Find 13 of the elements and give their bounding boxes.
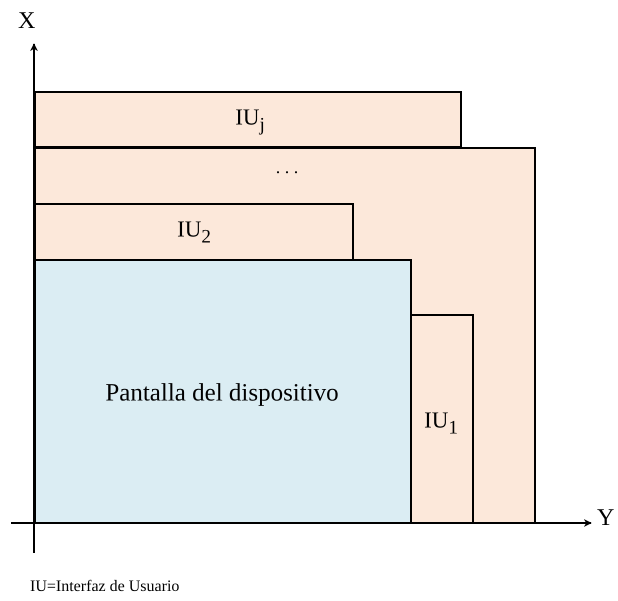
box-label: IU$_{j}$ <box>235 104 265 136</box>
box-label: IU$_{1}$ <box>424 408 458 438</box>
box-label: Pantalla del dispositivo <box>105 379 339 407</box>
screen-box <box>34 259 412 524</box>
interface-box <box>410 314 474 524</box>
interface-box <box>34 147 536 524</box>
interface-box <box>34 91 462 148</box>
box-label: . . . <box>276 158 298 178</box>
note-text: IU=Interfaz de Usuario <box>30 578 180 596</box>
axis-label: X <box>18 8 36 35</box>
interface-box <box>34 203 354 261</box>
box-label: IU$_{2}$ <box>177 216 211 248</box>
axis-label: Y <box>597 505 614 532</box>
